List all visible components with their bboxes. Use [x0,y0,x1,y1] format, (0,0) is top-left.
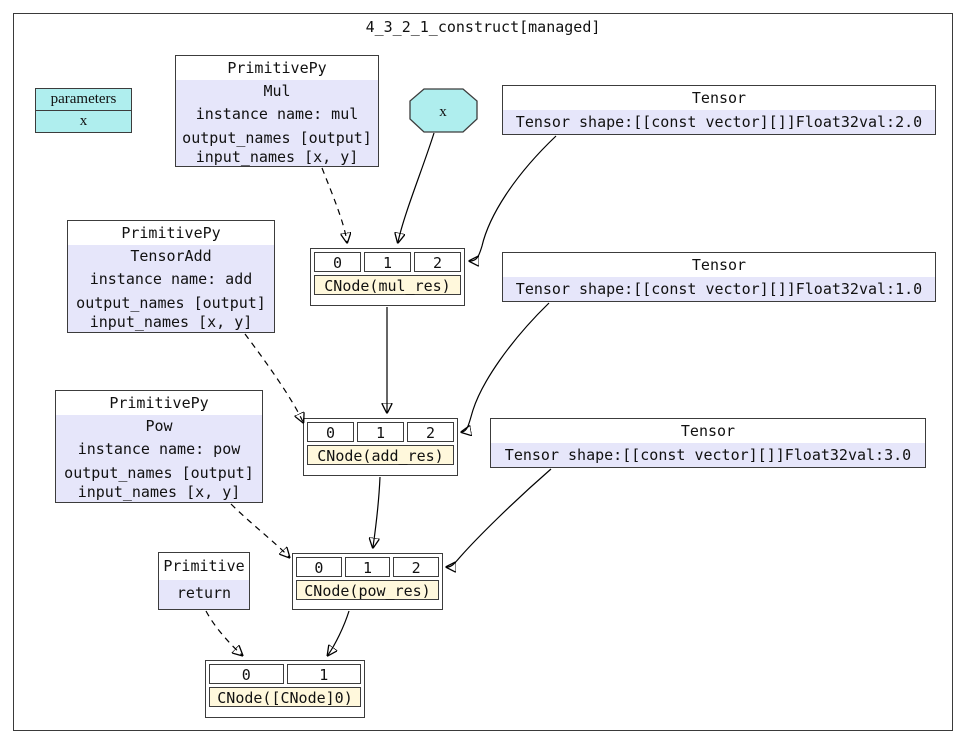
cnode-add-res-label: CNode(add_res) [307,445,454,465]
primitive-tensoradd-instance: instance name: add [89,270,253,288]
tensor-node-1_0[interactable]: Tensor Tensor shape:[[const vector][]]Fl… [502,252,936,302]
primitive-tensoradd-outputs: output_names [output] [76,294,266,312]
cnode-return-tuple[interactable]: 0 1 CNode([CNode]0) [205,660,365,718]
tensor-1_0-value: Tensor shape:[[const vector][]]Float32va… [515,280,923,298]
primitive-pow-op: Pow [145,417,173,435]
tensor-2_0-value: Tensor shape:[[const vector][]]Float32va… [515,113,923,131]
primitive-mul-outputs: output_names [output] [182,129,372,147]
primitive-mul-inputs: input_names [x, y] [195,148,359,166]
primitive-pow-inputs: input_names [x, y] [77,483,241,501]
primitive-pow-node[interactable]: PrimitivePy Pow instance name: pow outpu… [55,390,263,503]
primitive-mul-header: PrimitivePy [176,56,378,80]
cnode-pow-res-label: CNode(pow_res) [296,580,439,600]
cnode-mul-res-port-2[interactable]: 2 [414,252,461,272]
primitive-pow-instance: instance name: pow [77,440,241,458]
primitive-pow-outputs: output_names [output] [64,464,254,482]
primitive-mul-op: Mul [263,82,291,100]
primitive-return-op: return [176,584,232,602]
tensor-node-3_0[interactable]: Tensor Tensor shape:[[const vector][]]Fl… [490,418,926,468]
parameter-x-octagon[interactable]: x [408,88,479,134]
graph-cluster-border [13,13,953,731]
parameter-x-row[interactable]: x [79,113,88,129]
cnode-mul-res-label: CNode(mul_res) [314,275,461,295]
primitive-tensoradd-node[interactable]: PrimitivePy TensorAdd instance name: add… [67,220,275,333]
cnode-mul-res-port-0[interactable]: 0 [314,252,361,272]
primitive-tensoradd-op: TensorAdd [130,247,212,265]
tensor-3_0-header: Tensor [491,419,925,443]
primitive-return-header: Primitive [159,553,249,580]
primitive-mul-instance: instance name: mul [195,105,359,123]
parameters-node[interactable]: parameters x [35,88,132,133]
cnode-return-tuple-label: CNode([CNode]0) [209,687,361,707]
cnode-return-tuple-port-1[interactable]: 1 [286,664,361,684]
tensor-3_0-value: Tensor shape:[[const vector][]]Float32va… [504,446,912,464]
cnode-pow-res-port-0[interactable]: 0 [296,557,342,577]
cnode-add-res[interactable]: 0 1 2 CNode(add_res) [303,418,458,476]
cnode-add-res-port-1[interactable]: 1 [357,422,404,442]
primitive-tensoradd-inputs: input_names [x, y] [89,313,253,331]
cnode-pow-res-port-2[interactable]: 2 [393,557,440,577]
graph-title: 4_3_2_1_construct[managed] [365,18,601,36]
tensor-1_0-header: Tensor [503,253,935,277]
tensor-node-2_0[interactable]: Tensor Tensor shape:[[const vector][]]Fl… [502,85,936,135]
octagon-shape [409,88,478,133]
cnode-return-tuple-port-0[interactable]: 0 [209,664,284,684]
primitive-mul-node[interactable]: PrimitivePy Mul instance name: mul outpu… [175,55,379,167]
cnode-pow-res[interactable]: 0 1 2 CNode(pow_res) [292,553,443,610]
cnode-mul-res-port-1[interactable]: 1 [364,252,411,272]
cnode-pow-res-port-1[interactable]: 1 [344,557,391,577]
cnode-mul-res[interactable]: 0 1 2 CNode(mul_res) [310,248,465,306]
cnode-add-res-port-2[interactable]: 2 [407,422,454,442]
tensor-2_0-header: Tensor [503,86,935,110]
octagon-label: x [439,104,447,120]
parameters-header: parameters [36,89,131,111]
primitive-tensoradd-header: PrimitivePy [68,221,274,245]
primitive-return-node[interactable]: Primitive return [158,552,250,610]
cnode-add-res-port-0[interactable]: 0 [307,422,354,442]
primitive-pow-header: PrimitivePy [56,391,262,415]
